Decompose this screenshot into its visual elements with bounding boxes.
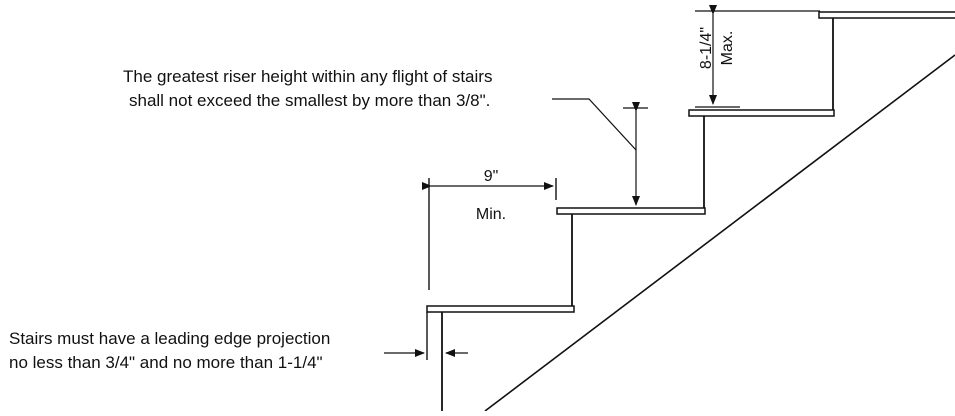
riser-dim-value: 8-1/4" [698,27,715,69]
riser-dimension: 8-1/4" Max. [695,5,820,108]
tread-dim-value: 9" [484,168,499,185]
tread-2 [556,207,706,215]
tread-dimension: 9" Min. [422,168,557,290]
tread-4 [818,11,955,19]
riser-note-line-2: shall not exceed the smallest by more th… [129,91,490,110]
projection-dimension [384,312,468,360]
projection-note-line-1: Stairs must have a leading edge projecti… [9,329,330,348]
riser-variation-dimension [552,98,648,206]
stringer-line [484,54,955,412]
tread-1 [426,305,575,313]
projection-note-line-2: no less than 3/4" and no more than 1-1/4… [9,353,323,372]
riser-dim-qualifier: Max. [719,31,736,66]
riser-note-line-1: The greatest riser height within any fli… [123,67,492,86]
tread-dim-qualifier: Min. [476,206,506,223]
riser-note-leader [552,98,637,151]
tread-3 [688,109,835,117]
